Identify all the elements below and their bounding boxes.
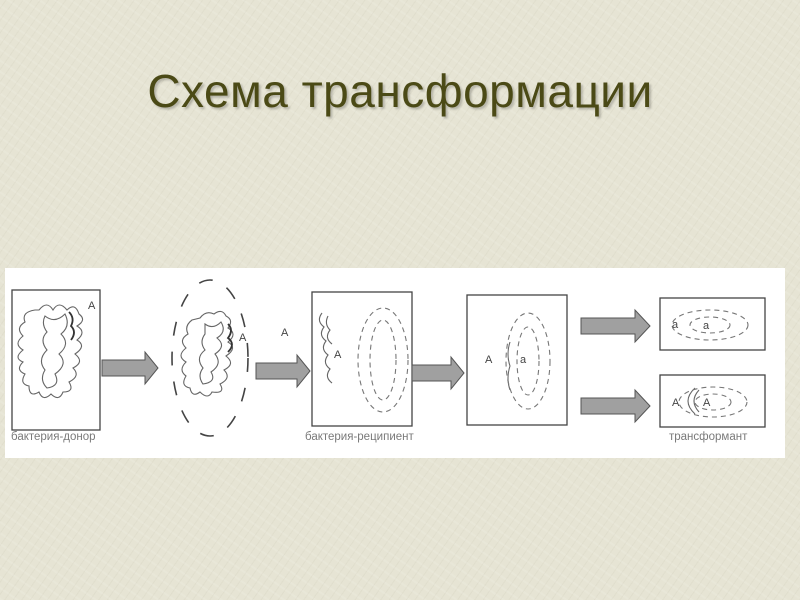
donor-cell-frame bbox=[12, 290, 100, 430]
donor-gene-label: A bbox=[88, 300, 96, 312]
transformation-diagram: .frame { fill: #fff; stroke: #444; strok… bbox=[5, 268, 785, 458]
recombination-donor-label: A bbox=[485, 354, 493, 366]
arrow-5 bbox=[581, 390, 650, 422]
inside-fragment-label: A bbox=[334, 349, 342, 361]
donor-bacterium: A bbox=[12, 290, 100, 430]
slide-title: Схема трансформации bbox=[0, 64, 800, 118]
lysed-donor: A bbox=[172, 280, 248, 436]
caption-donor: бактерия-донор bbox=[11, 431, 96, 443]
arrow-1 bbox=[102, 352, 158, 384]
released-gene-label: A bbox=[239, 332, 247, 344]
offspring-recipient-outer-label: a bbox=[672, 319, 679, 331]
recombination-recipient-label: a bbox=[520, 354, 527, 366]
recombination-cell: A a bbox=[467, 295, 567, 425]
transformant-inner-label: A bbox=[703, 397, 711, 409]
offspring-recipient: a a bbox=[660, 298, 765, 350]
offspring-transformant: A A bbox=[660, 375, 765, 427]
disrupted-cell-wall bbox=[172, 280, 248, 436]
caption-recipient: бактерия-реципиент bbox=[305, 431, 414, 443]
arrow-4 bbox=[581, 310, 650, 342]
offspring-recipient-inner-label: a bbox=[703, 320, 710, 332]
diagram-drawing: .frame { fill: #fff; stroke: #444; strok… bbox=[5, 268, 785, 458]
outside-fragment-label: A bbox=[281, 327, 289, 339]
arrow-3 bbox=[412, 357, 464, 389]
arrow-2 bbox=[256, 355, 310, 387]
caption-transformant: трансформант bbox=[669, 431, 747, 443]
recipient-cell-frame bbox=[312, 292, 412, 426]
transformant-outer-label: A bbox=[672, 397, 680, 409]
